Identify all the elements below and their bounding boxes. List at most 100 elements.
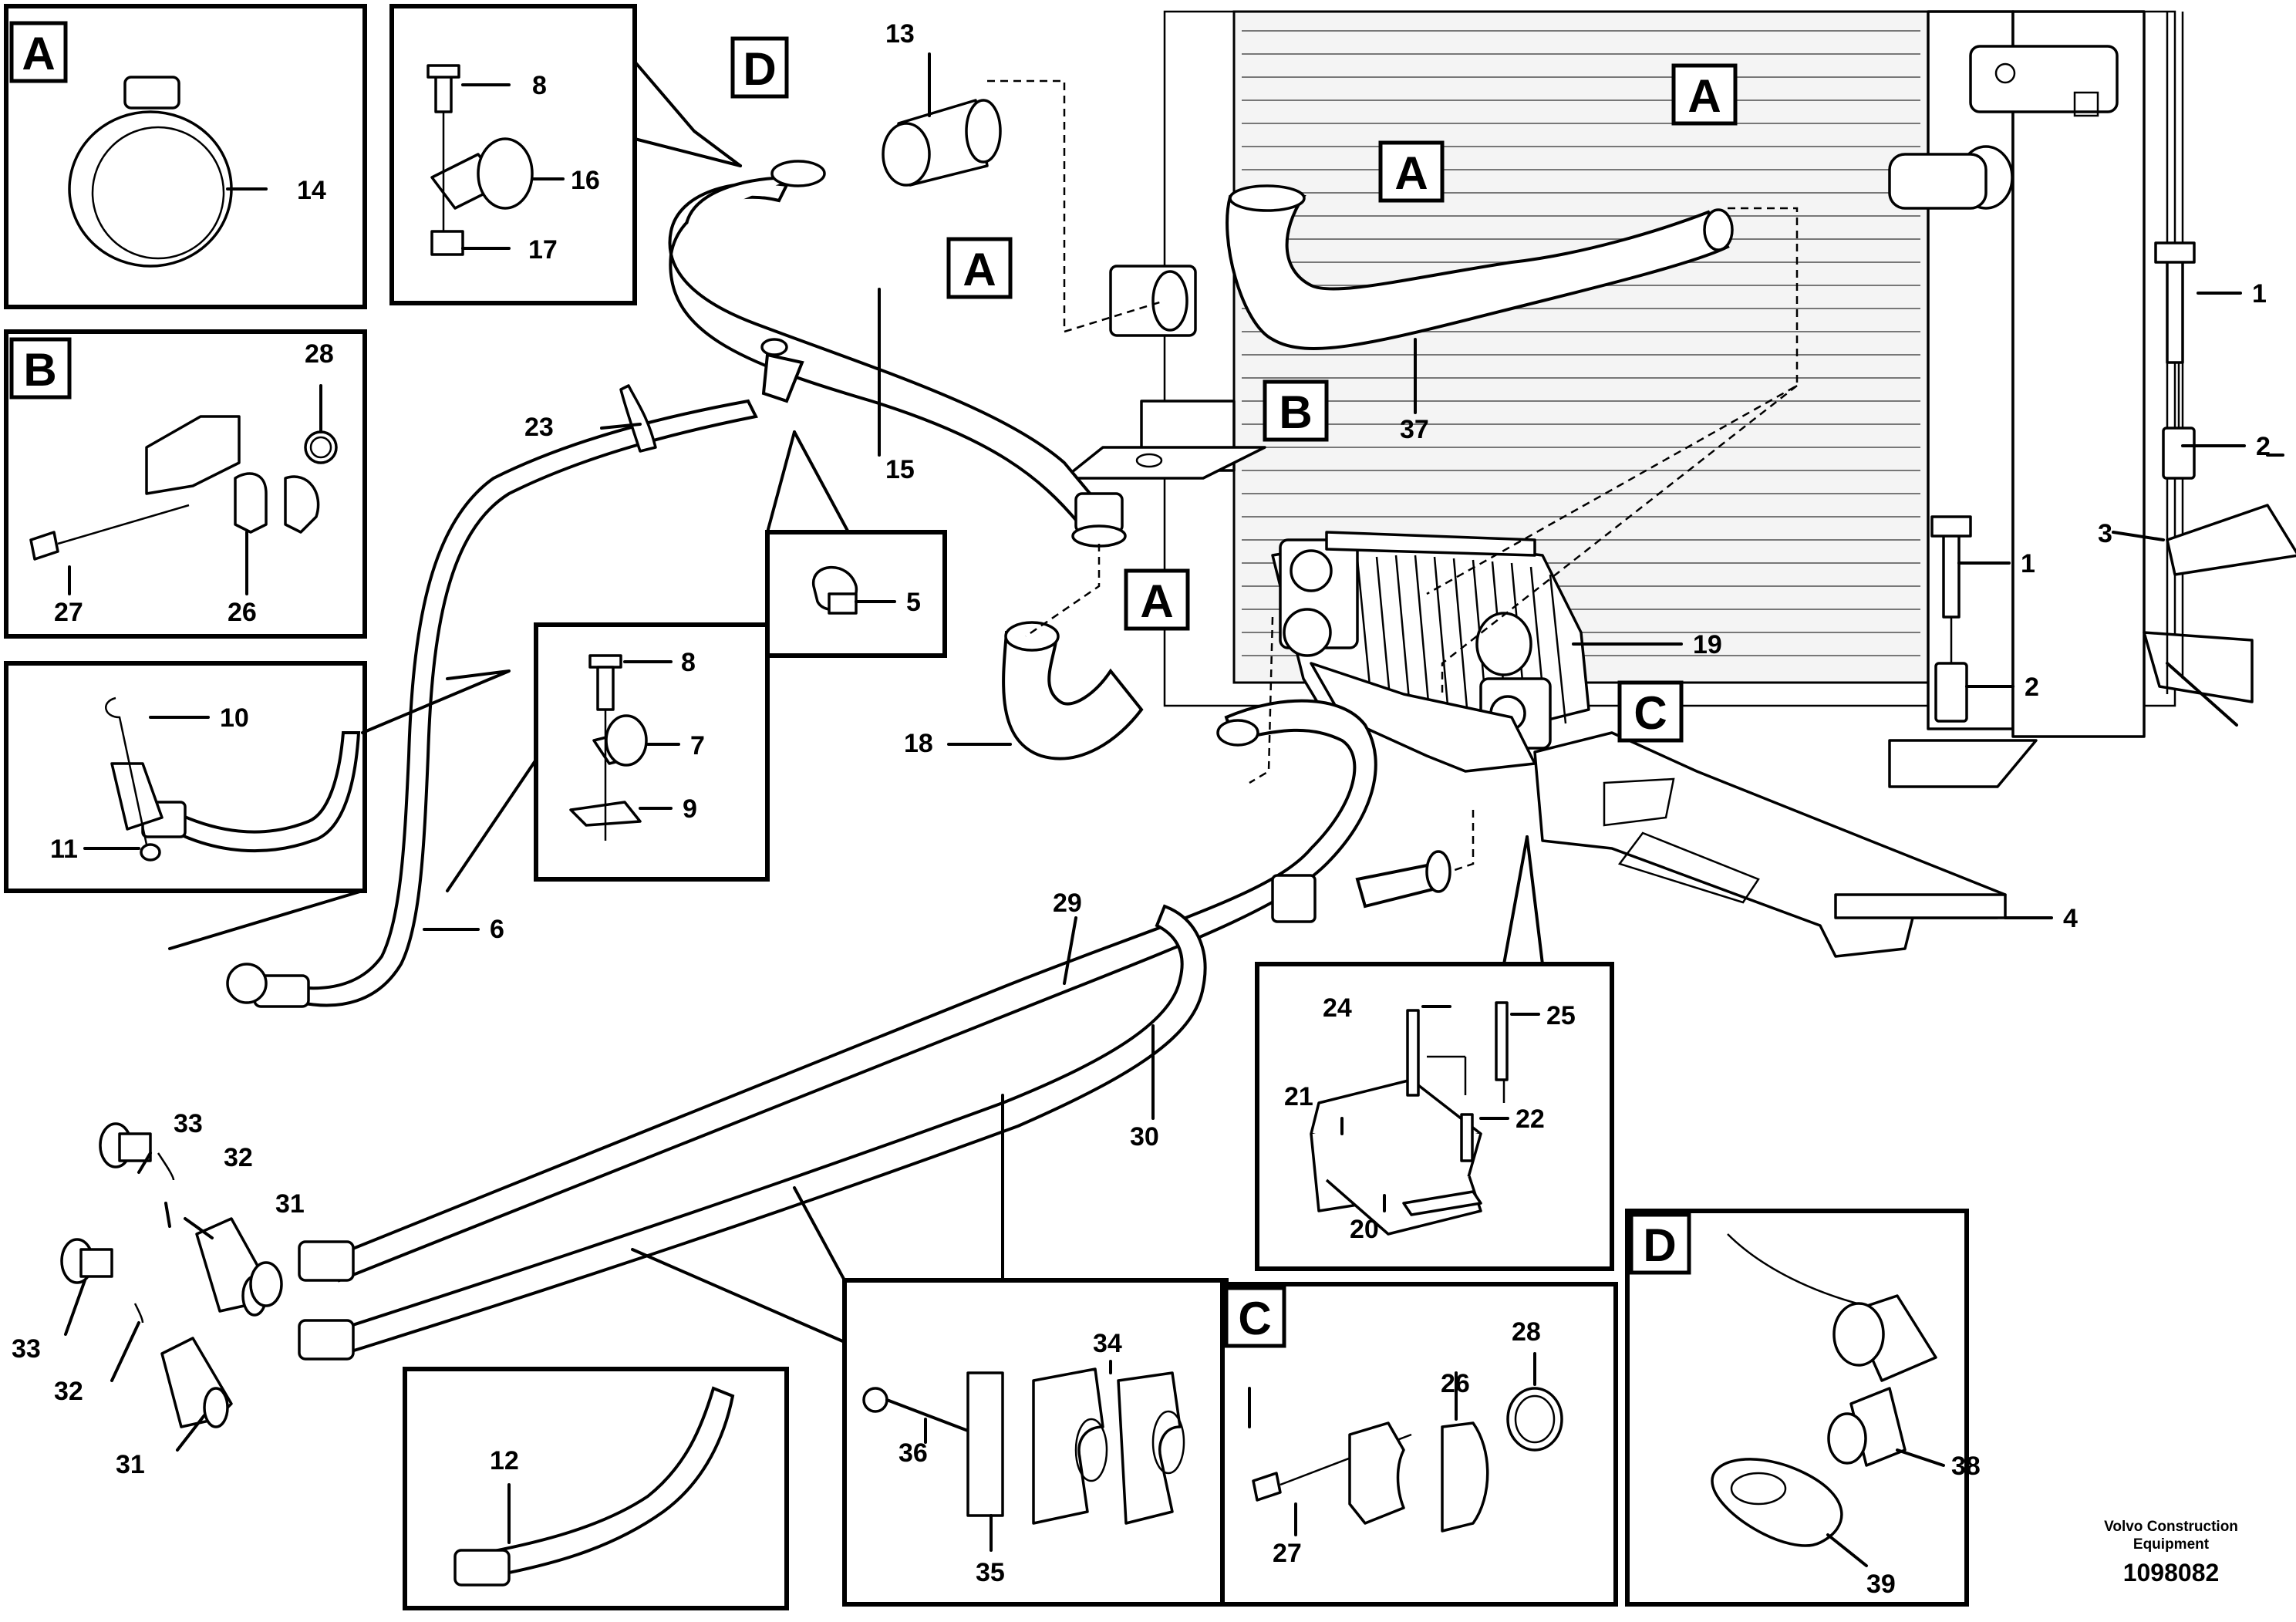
- callout-34: 34: [1093, 1329, 1122, 1358]
- bolt-stack-mid: [1930, 363, 2180, 723]
- callout-13: 13: [885, 19, 915, 49]
- radiator: [1063, 10, 2254, 788]
- detail-tag-b: B: [1279, 386, 1312, 438]
- callout-38: 38: [1951, 1452, 1981, 1481]
- callout-1-b: 1: [2021, 549, 2035, 578]
- detail-bracket-frame: [1255, 962, 1614, 1271]
- detail-tag-b: B: [23, 344, 56, 396]
- callout-31-a: 31: [275, 1189, 305, 1219]
- callout-28-c: 28: [1512, 1317, 1541, 1347]
- callout-23: 23: [524, 413, 554, 442]
- detail-tag-c-2: C: [1224, 1286, 1286, 1348]
- detail-hose-10-frame: [4, 661, 367, 893]
- detail-tag-a: A: [1687, 70, 1721, 122]
- callout-39: 39: [1866, 1570, 1896, 1599]
- detail-tag-a-3: A: [1378, 140, 1445, 203]
- callout-10: 10: [220, 703, 249, 733]
- callout-30: 30: [1130, 1122, 1159, 1152]
- callout-31-b: 31: [116, 1450, 145, 1479]
- detail-tag-a: A: [1394, 147, 1428, 199]
- elbow-hose-18: [1002, 621, 1144, 760]
- callout-15: 15: [885, 455, 915, 484]
- callout-8-b: 8: [681, 648, 696, 677]
- detail-tag-d-1: D: [730, 36, 789, 99]
- detail-tag-a: A: [1140, 575, 1173, 627]
- manufacturer-name: Volvo Construction: [2104, 1519, 2238, 1535]
- manufacturer-subtitle: Equipment: [2133, 1536, 2210, 1553]
- callout-26-b: 26: [228, 598, 257, 627]
- detail-tag-a: A: [963, 244, 996, 295]
- detail-clip-16-frame: [389, 4, 637, 305]
- callout-26-c: 26: [1441, 1369, 1470, 1398]
- callout-1-a: 1: [2252, 279, 2267, 309]
- fittings-upper: [99, 1122, 283, 1317]
- callout-27-c: 27: [1273, 1539, 1302, 1568]
- callout-21: 21: [1284, 1082, 1313, 1111]
- callout-9: 9: [683, 794, 697, 824]
- callout-29: 29: [1053, 889, 1082, 918]
- callout-32-a: 32: [224, 1143, 253, 1172]
- callout-14: 14: [297, 176, 326, 205]
- hose-6: [226, 384, 758, 1008]
- detail-c-frame: [1220, 1282, 1618, 1607]
- detail-tag-b-1: B: [9, 337, 72, 400]
- callout-8-a: 8: [532, 71, 547, 100]
- callout-37: 37: [1400, 415, 1429, 444]
- detail-clamp-34-frame: [842, 1278, 1229, 1607]
- callout-leaders: [64, 52, 2284, 1452]
- hose-15: [668, 160, 1127, 548]
- detail-tag-d: D: [743, 43, 776, 95]
- callout-22: 22: [1515, 1104, 1545, 1134]
- detail-tag-a: A: [22, 28, 55, 79]
- callout-24: 24: [1323, 993, 1352, 1023]
- callout-5: 5: [906, 588, 921, 617]
- callout-19: 19: [1693, 630, 1722, 659]
- callout-12: 12: [490, 1446, 519, 1475]
- detail-tag-b-2: B: [1263, 379, 1329, 442]
- detail-tag-c-1: C: [1617, 680, 1684, 743]
- bolt-stack-right: [2154, 241, 2296, 576]
- callout-4: 4: [2063, 904, 2078, 933]
- callout-3: 3: [2098, 519, 2112, 548]
- callout-11: 11: [50, 835, 78, 864]
- callout-16: 16: [571, 166, 600, 195]
- pointer-lines: [168, 60, 1544, 1344]
- detail-tag-d-2: D: [1629, 1212, 1691, 1275]
- callout-25: 25: [1546, 1001, 1576, 1030]
- detail-tag-c: C: [1633, 687, 1667, 739]
- callout-numbers: 14 8 16 17 13 15 28 27 26 23 10 11 6 5 8…: [12, 19, 2271, 1599]
- callout-18: 18: [904, 729, 933, 758]
- detail-tag-a-2: A: [946, 237, 1013, 299]
- coupling-13: [882, 99, 1002, 187]
- detail-clip-7-frame: [534, 622, 770, 882]
- detail-tag-c: C: [1238, 1293, 1271, 1344]
- detail-clip-5-frame: [765, 530, 947, 658]
- frame-beam: [1533, 731, 2007, 958]
- document-id: 1098082: [2123, 1559, 2220, 1587]
- callout-2-a: 2: [2256, 432, 2271, 461]
- callout-35: 35: [976, 1558, 1005, 1587]
- detail-d-frame: [1625, 1209, 1969, 1607]
- callout-33-a: 33: [174, 1109, 203, 1138]
- callout-17: 17: [528, 235, 558, 265]
- detail-hose-12-frame: [403, 1367, 789, 1610]
- callout-32-b: 32: [54, 1377, 83, 1406]
- detail-tag-a-1: A: [9, 21, 68, 83]
- detail-tag-d: D: [1643, 1219, 1676, 1271]
- radiator-hose: [1226, 184, 1734, 350]
- dashed-leaders: [987, 79, 1799, 873]
- callout-28-b: 28: [305, 339, 334, 369]
- callout-20: 20: [1350, 1215, 1379, 1244]
- hoses-29-30: [298, 699, 1451, 1361]
- footer: Volvo Construction Equipment 1098082: [2104, 1519, 2238, 1587]
- callout-2-b: 2: [2025, 673, 2039, 702]
- fittings-lower: [60, 1238, 233, 1428]
- callout-27-b: 27: [54, 598, 83, 627]
- callout-36: 36: [899, 1438, 928, 1468]
- oil-cooler: [1271, 531, 1590, 773]
- detail-tag-a-4: A: [1671, 63, 1738, 126]
- callout-7: 7: [690, 731, 705, 760]
- detail-tag-a-5: A: [1124, 568, 1190, 631]
- callout-6: 6: [490, 915, 504, 944]
